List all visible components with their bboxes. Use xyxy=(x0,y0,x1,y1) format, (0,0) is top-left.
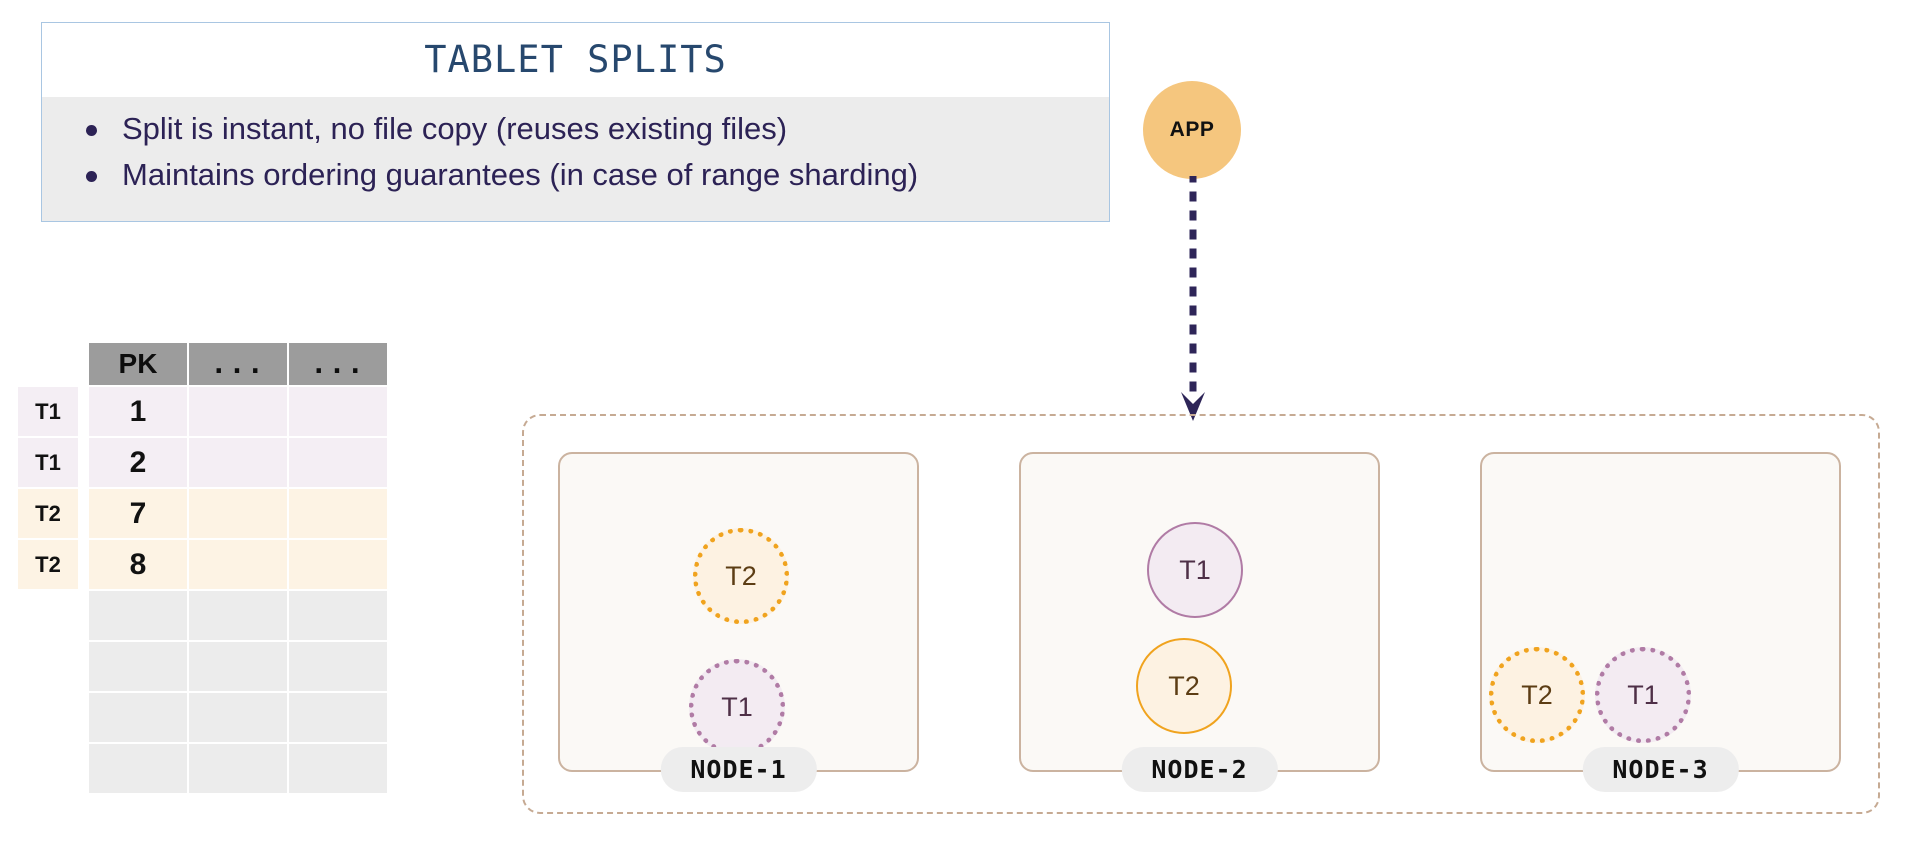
table-row xyxy=(18,591,387,640)
cluster-container: T2 T1 NODE-1 T1 T2 NODE-2 T2 T1 NODE-3 xyxy=(522,414,1880,814)
cell-c2 xyxy=(189,591,287,640)
table-row: T1 2 xyxy=(18,438,387,487)
app-label: APP xyxy=(1169,118,1215,141)
cell-c2 xyxy=(189,642,287,691)
list-item: Split is instant, no file copy (reuses e… xyxy=(68,107,1083,151)
cell-c3 xyxy=(289,744,387,793)
cell-pk xyxy=(89,591,187,640)
cell-c2 xyxy=(189,387,287,436)
tablet-t2[interactable]: T2 xyxy=(693,528,789,624)
row-tag: T2 xyxy=(18,540,78,589)
tablet-t1[interactable]: T1 xyxy=(1595,647,1691,743)
row-tag xyxy=(18,744,78,793)
row-tag xyxy=(18,642,78,691)
tablet-label: T1 xyxy=(1627,679,1659,710)
app-to-cluster-arrow-icon xyxy=(1181,176,1205,421)
cell-c3 xyxy=(289,591,387,640)
column-header-3: ... xyxy=(289,343,387,385)
node-label-pill: NODE-3 xyxy=(1582,747,1739,792)
tag-spacer xyxy=(18,343,78,385)
table-row xyxy=(18,744,387,793)
table-row xyxy=(18,693,387,742)
cell-c3 xyxy=(289,540,387,589)
column-header-pk: PK xyxy=(89,343,187,385)
cell-pk xyxy=(89,693,187,742)
cell-c3 xyxy=(289,438,387,487)
row-tag: T1 xyxy=(18,387,78,436)
tablet-label: T2 xyxy=(1521,679,1553,710)
node-label-pill: NODE-2 xyxy=(1121,747,1278,792)
cell-c2 xyxy=(189,540,287,589)
cell-c2 xyxy=(189,489,287,538)
tablet-t1[interactable]: T1 xyxy=(1147,522,1243,618)
table-row xyxy=(18,642,387,691)
cell-pk: 8 xyxy=(89,540,187,589)
tablet-t2[interactable]: T2 xyxy=(1489,647,1585,743)
cell-c2 xyxy=(189,693,287,742)
callout-bullet-list: Split is instant, no file copy (reuses e… xyxy=(68,107,1083,197)
cell-pk: 1 xyxy=(89,387,187,436)
cell-c2 xyxy=(189,744,287,793)
node-box-3: T2 T1 NODE-3 xyxy=(1480,452,1841,792)
cell-c3 xyxy=(289,489,387,538)
row-tag xyxy=(18,591,78,640)
column-header-2: ... xyxy=(189,343,287,385)
node-box-2: T1 T2 NODE-2 xyxy=(1019,452,1380,792)
node-label-pill: NODE-1 xyxy=(660,747,817,792)
tablet-label: T2 xyxy=(1168,670,1200,701)
cell-c3 xyxy=(289,693,387,742)
tablet-t1[interactable]: T1 xyxy=(689,659,785,755)
list-item: Maintains ordering guarantees (in case o… xyxy=(68,153,1083,197)
cell-pk xyxy=(89,642,187,691)
node-box-1: T2 T1 NODE-1 xyxy=(558,452,919,792)
table-row: T2 7 xyxy=(18,489,387,538)
cell-pk xyxy=(89,744,187,793)
table-row: T1 1 xyxy=(18,387,387,436)
cell-c3 xyxy=(289,387,387,436)
app-node: APP xyxy=(1143,81,1241,179)
cell-pk: 7 xyxy=(89,489,187,538)
table-row: T2 8 xyxy=(18,540,387,589)
row-tag xyxy=(18,693,78,742)
pk-table: PK ... ... T1 1 T1 2 T2 7 xyxy=(18,343,387,795)
cell-c3 xyxy=(289,642,387,691)
callout-title: TABLET SPLITS xyxy=(42,23,1109,97)
tablet-label: T1 xyxy=(1179,554,1211,585)
tablet-label: T2 xyxy=(725,560,757,591)
tablet-t2[interactable]: T2 xyxy=(1136,638,1232,734)
table-header-row: PK ... ... xyxy=(18,343,387,385)
tablet-label: T1 xyxy=(721,691,753,722)
row-tag: T1 xyxy=(18,438,78,487)
row-tag: T2 xyxy=(18,489,78,538)
callout-body: Split is instant, no file copy (reuses e… xyxy=(42,97,1109,222)
cell-c2 xyxy=(189,438,287,487)
cell-pk: 2 xyxy=(89,438,187,487)
tablet-splits-callout: TABLET SPLITS Split is instant, no file … xyxy=(41,22,1110,223)
